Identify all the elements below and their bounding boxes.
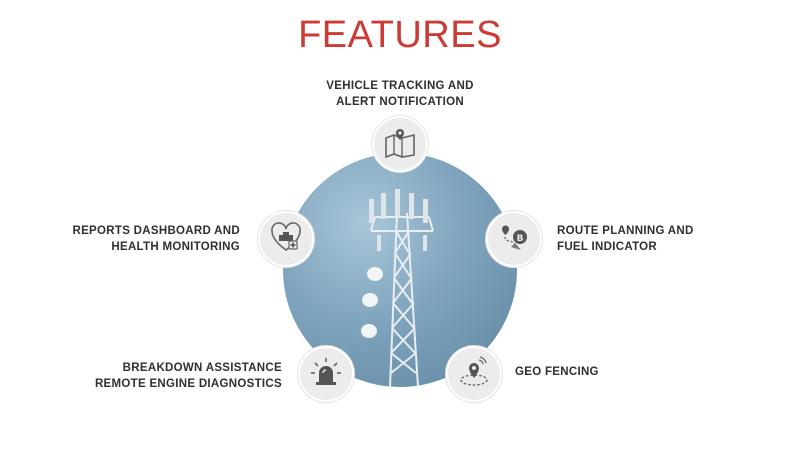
feature-vehicle-tracking[interactable]	[372, 116, 428, 172]
feature-label-vehicle-tracking: VEHICLE TRACKING AND ALERT NOTIFICATION	[326, 80, 474, 108]
alarm-icon	[309, 356, 343, 393]
feature-geo-fencing[interactable]	[446, 346, 502, 402]
feature-label-reports-dashboard: REPORTS DASHBOARD AND HEALTH MONITORING	[72, 225, 240, 253]
feature-route-planning[interactable]: B	[486, 211, 542, 267]
feature-reports-dashboard[interactable]	[258, 211, 314, 267]
feature-breakdown-assistance[interactable]	[298, 346, 354, 402]
heart-health-icon	[269, 221, 303, 258]
geofence-icon	[457, 355, 491, 393]
map-pin-icon	[383, 126, 417, 163]
svg-text:B: B	[517, 234, 524, 244]
feature-label-geo-fencing: GEO FENCING	[515, 366, 599, 378]
route-fuel-icon: B	[497, 221, 531, 258]
feature-label-breakdown-assistance: BREAKDOWN ASSISTANCE REMOTE ENGINE DIAGN…	[94, 362, 282, 390]
feature-label-route-planning: ROUTE PLANNING AND FUEL INDICATOR	[557, 225, 694, 253]
page-title: FEATURES	[298, 14, 502, 56]
